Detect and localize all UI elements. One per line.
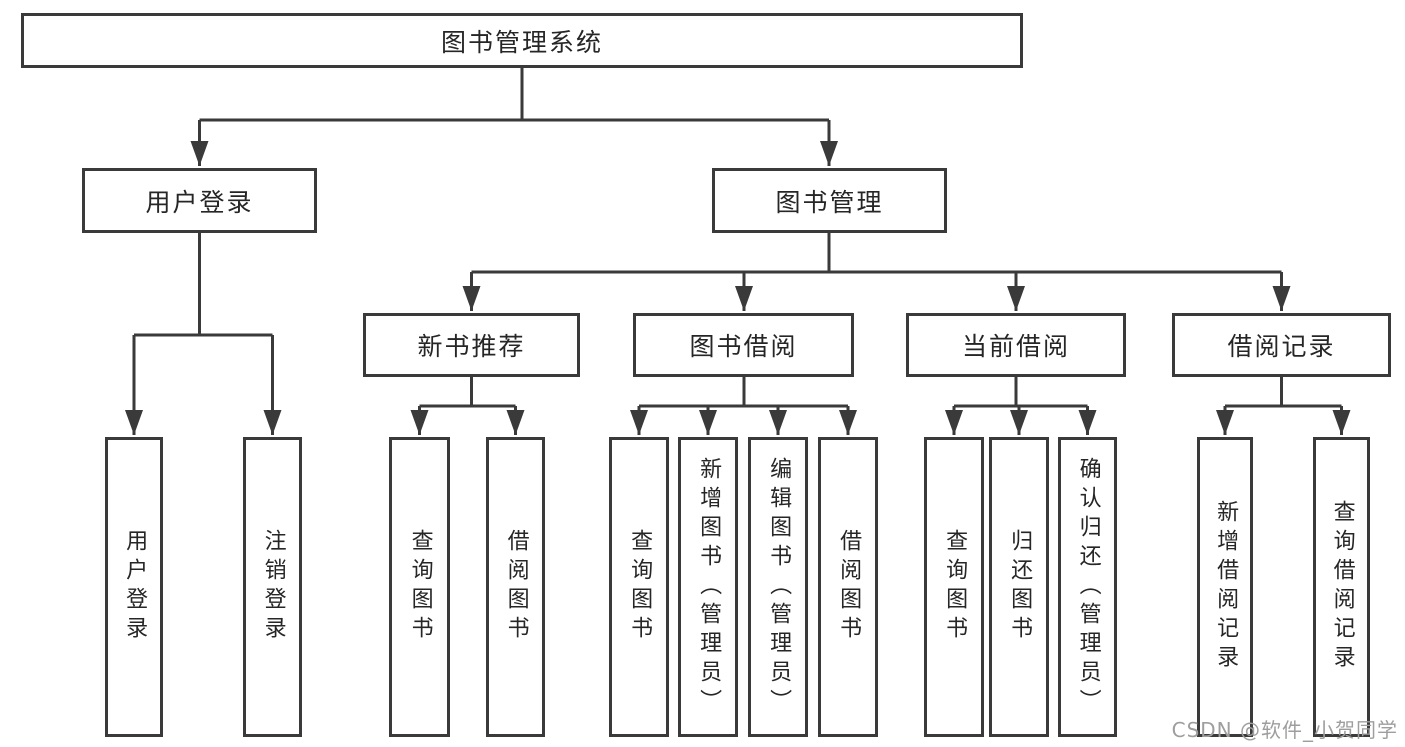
node-user-login: 用户登录 [82, 168, 317, 233]
connector-borrow-records-to-leaves [1216, 377, 1351, 435]
node-book-mgmt: 图书管理 [712, 168, 947, 233]
node-root: 图书管理系统 [21, 13, 1023, 68]
leaf-current-borrow-return-label: 归还图书 [1007, 529, 1033, 645]
leaf-current-borrow-query: 查询图书 [924, 437, 984, 737]
node-book-mgmt-label: 图书管理 [775, 187, 884, 217]
leaf-current-borrow-confirm-label: 确认归还（管理员） [1075, 456, 1101, 718]
leaf-new-books-borrow: 借阅图书 [486, 437, 545, 737]
leaf-new-books-borrow-label: 借阅图书 [503, 529, 529, 645]
connector-line [471, 233, 1282, 274]
leaf-book-borrow-borrow: 借阅图书 [818, 437, 878, 737]
node-borrow-records-label: 借阅记录 [1227, 332, 1336, 361]
node-borrow-records: 借阅记录 [1172, 313, 1391, 377]
watermark: CSDN @软件_小贺同学 [1171, 718, 1398, 742]
leaf-user-login: 用户登录 [105, 437, 163, 737]
node-new-books: 新书推荐 [363, 313, 580, 377]
leaf-book-borrow-add-label: 新增图书（管理员） [696, 456, 722, 718]
connector-line [419, 377, 516, 408]
connector-current-borrow-to-leaves [945, 377, 1097, 435]
leaf-borrow-records-query-label: 查询借阅记录 [1329, 500, 1355, 674]
node-current-borrow-label: 当前借阅 [961, 332, 1070, 361]
leaf-current-borrow-return: 归还图书 [989, 437, 1049, 737]
connector-root-to-level2 [190, 68, 838, 166]
leaf-borrow-records-query: 查询借阅记录 [1313, 437, 1370, 737]
connector-line [134, 233, 273, 337]
leaf-user-login-label: 用户登录 [122, 529, 148, 645]
leaf-new-books-query-label: 查询图书 [407, 529, 433, 645]
leaf-book-borrow-query: 查询图书 [609, 437, 669, 737]
leaf-borrow-records-add-label: 新增借阅记录 [1213, 500, 1239, 674]
leaf-book-borrow-borrow-label: 借阅图书 [836, 529, 862, 645]
leaf-borrow-records-add: 新增借阅记录 [1197, 437, 1253, 737]
connector-new-books-to-leaves [410, 377, 525, 435]
node-new-books-label: 新书推荐 [417, 332, 526, 361]
leaf-current-borrow-confirm: 确认归还（管理员） [1058, 437, 1117, 737]
node-book-borrow-label: 图书借阅 [689, 332, 798, 361]
connector-book-mgmt-to-sections [462, 233, 1291, 311]
node-user-login-label: 用户登录 [145, 187, 254, 217]
connector-line [954, 377, 1088, 408]
leaf-current-borrow-query-label: 查询图书 [942, 529, 968, 645]
leaf-new-books-query: 查询图书 [389, 437, 450, 737]
node-book-borrow: 图书借阅 [633, 313, 854, 377]
leaf-book-borrow-edit: 编辑图书（管理员） [748, 437, 808, 737]
node-current-borrow: 当前借阅 [906, 313, 1126, 377]
connector-line [199, 68, 829, 122]
connector-line [1225, 377, 1342, 408]
connector-user-login-to-leaves [125, 233, 282, 435]
leaf-book-borrow-add: 新增图书（管理员） [678, 437, 738, 737]
connector-book-borrow-to-leaves [630, 377, 857, 435]
connector-line [639, 377, 848, 408]
leaf-book-borrow-query-label: 查询图书 [627, 529, 653, 645]
leaf-logout: 注销登录 [243, 437, 302, 737]
leaf-logout-label: 注销登录 [260, 529, 286, 645]
leaf-book-borrow-edit-label: 编辑图书（管理员） [766, 456, 792, 718]
node-root-label: 图书管理系统 [440, 27, 603, 57]
